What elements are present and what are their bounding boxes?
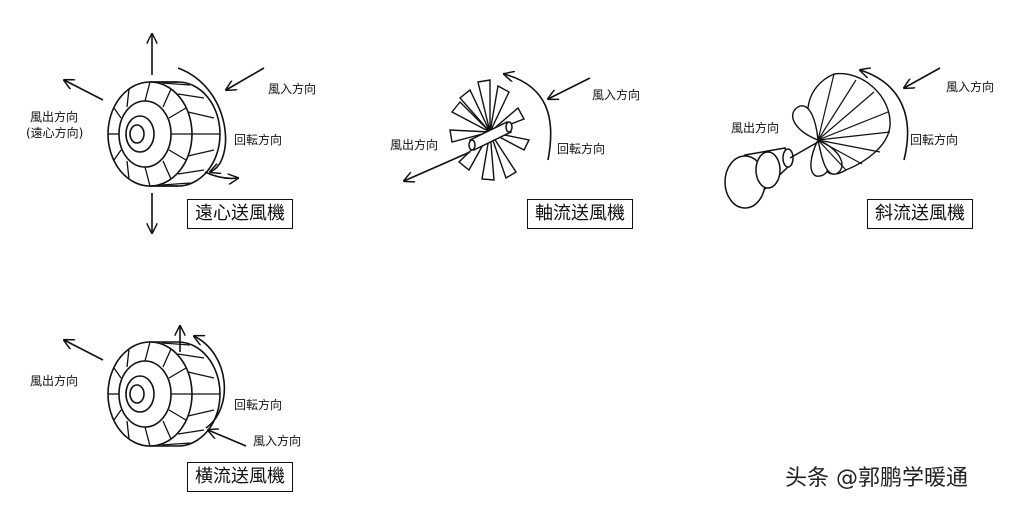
mixed-rotation-label: 回転方向: [910, 133, 959, 147]
centrifugal-fan-wheel: [107, 81, 221, 187]
centrifugal-rotation-arrow: [177, 67, 227, 172]
mixed-inlet-label: 風入方向: [946, 80, 995, 94]
crossflow-rotation-arrow: [194, 336, 226, 429]
crossflow-fan-title: 横流送風機: [187, 462, 293, 492]
mixed-inlet-arrow: [904, 67, 941, 88]
watermark: 头条 @郭鹏学暖通: [785, 466, 968, 491]
centrifugal-outlet-arrows: [64, 34, 152, 233]
crossflow-inlet-arrow: [208, 430, 247, 447]
mixed-flow-impeller: [791, 72, 891, 177]
centrifugal-rotation-label: 回転方向: [234, 133, 283, 147]
crossflow-fan-wheel: [107, 341, 221, 447]
axial-inlet-label: 風入方向: [592, 88, 641, 102]
mixed-rotation-arrow: [860, 70, 909, 161]
centrifugal-outlet-sub-label: (遠心方向): [26, 126, 84, 140]
crossflow-outlet-arrow: [64, 340, 104, 361]
crossflow-inlet-label: 風入方向: [253, 434, 302, 448]
centrifugal-outlet-label: 風出方向: [30, 110, 79, 124]
axial-fan-title: 軸流送風機: [527, 199, 633, 229]
mixed-flow-cone: [724, 141, 819, 209]
crossflow-outlet-label: 風出方向: [30, 374, 79, 388]
crossflow-fan-blades: [108, 341, 220, 447]
centrifugal-fan-title: 遠心送風機: [187, 199, 293, 229]
axial-fan-hub: [468, 120, 513, 152]
centrifugal-rotation-lower-arrow: [204, 171, 238, 178]
axial-outlet-arrow: [404, 151, 471, 181]
axial-outlet-label: 風出方向: [390, 138, 439, 152]
axial-inlet-arrow: [548, 77, 591, 99]
crossflow-rotation-label: 回転方向: [234, 398, 283, 412]
centrifugal-fan-blades: [108, 81, 220, 187]
centrifugal-inlet-arrow: [226, 67, 265, 90]
axial-rotation-arrow: [504, 74, 552, 161]
centrifugal-inlet-label: 風入方向: [268, 82, 317, 96]
mixed-flow-fan-title: 斜流送風機: [867, 199, 973, 229]
axial-rotation-label: 回転方向: [557, 142, 606, 156]
mixed-outlet-label: 風出方向: [731, 121, 780, 135]
mixed-flow-blades: [817, 73, 891, 171]
